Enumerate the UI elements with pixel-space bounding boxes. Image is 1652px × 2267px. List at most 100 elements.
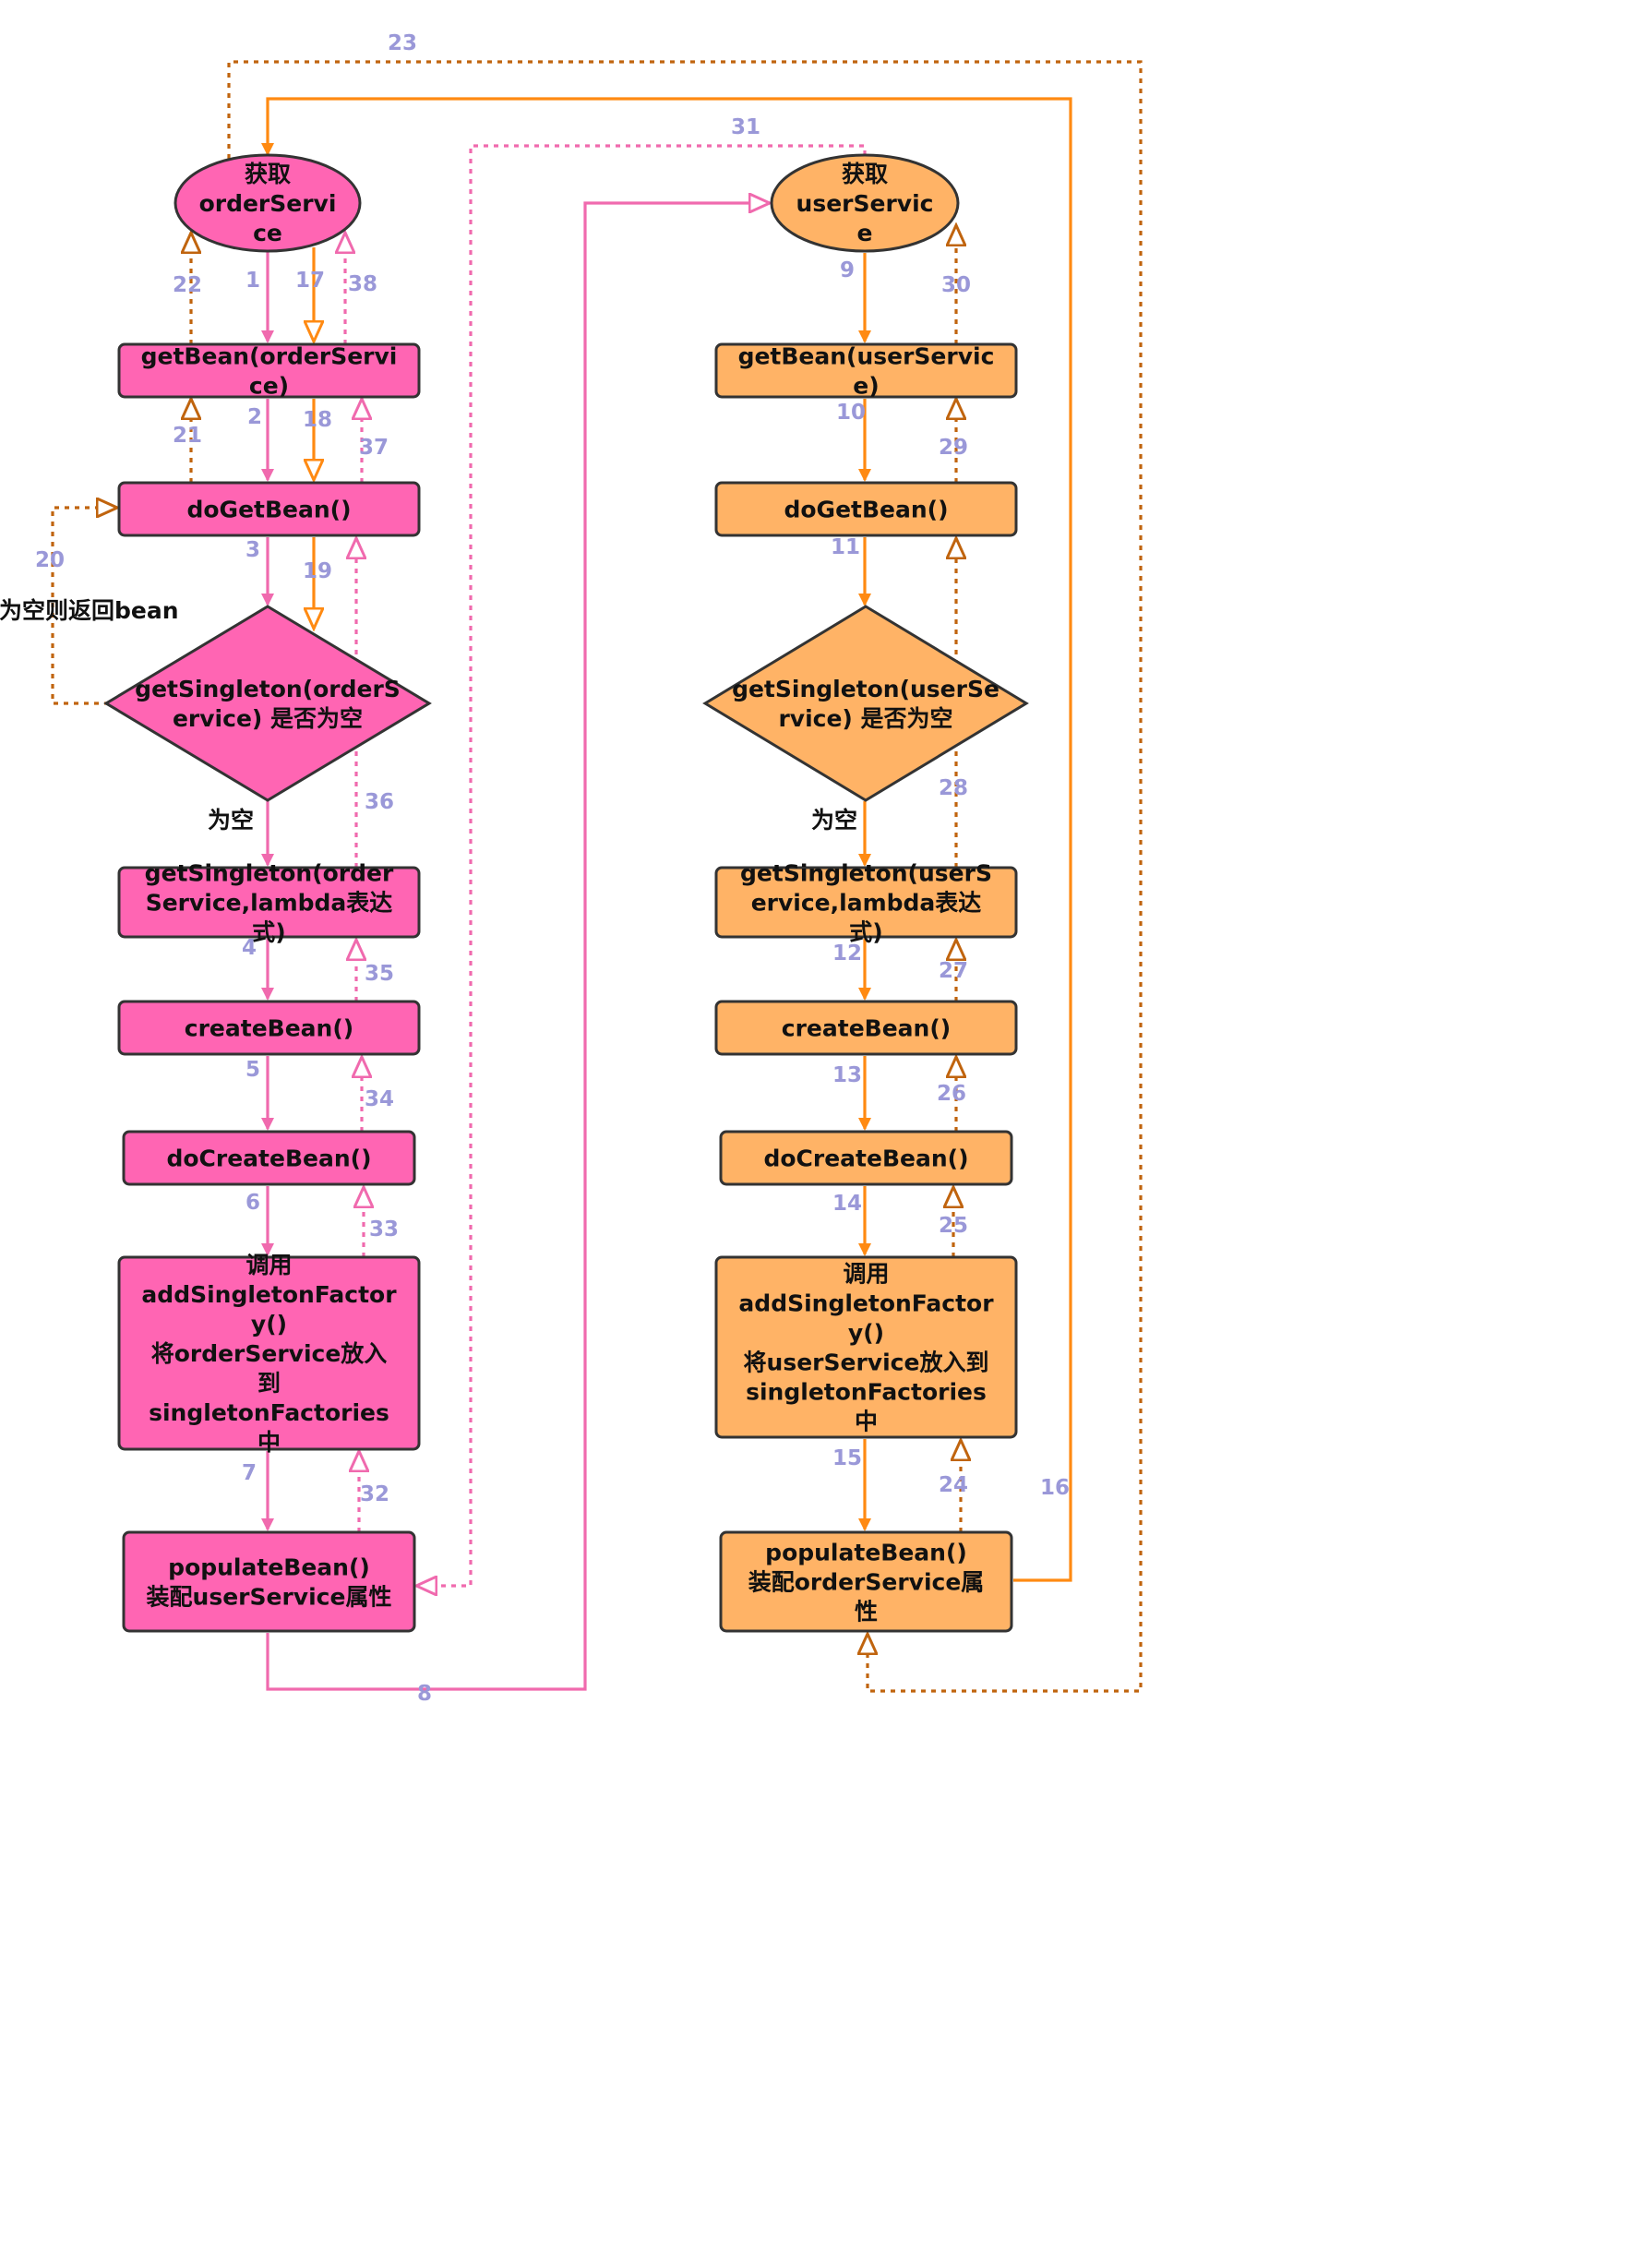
step-number-31: 31 (731, 115, 760, 139)
user-getbean-label-line: e) (853, 373, 879, 400)
order-decision-label-line: getSingleton(orderS (135, 676, 401, 702)
order-addfactory-label-line: 到 (257, 1370, 281, 1397)
edge-label-user-is-empty: 为空 (811, 807, 857, 834)
order-docreatebean-node: doCreateBean() (122, 1130, 416, 1186)
user-start-node: 获取 userServic e (770, 153, 960, 253)
user-createbean-label-line: createBean() (782, 1015, 951, 1042)
user-getbean-label-line: getBean(userServic (738, 343, 995, 370)
user-dogetbean-node: doGetBean() (714, 481, 1018, 537)
user-addfactory-label-line: 将userService放入到 (744, 1349, 989, 1376)
order-getbean-node: getBean(orderServi ce) (117, 342, 421, 400)
user-createbean-node: createBean() (714, 1000, 1018, 1056)
step-number-8: 8 (417, 1682, 432, 1706)
order-start-label-line: orderServi (199, 190, 337, 217)
user-getsingleton-lambda-label-line: 式) (849, 919, 882, 946)
order-start-label-line: ce (253, 220, 282, 246)
step-number-2: 2 (247, 405, 262, 429)
step-number-32: 32 (360, 1482, 389, 1506)
edge-label-order-not-empty: 不为空则返回bean (0, 597, 179, 624)
step-number-28: 28 (939, 776, 968, 800)
order-populate-label-line: populateBean() (168, 1554, 370, 1581)
step-number-1: 1 (245, 269, 260, 293)
user-addfactory-label-line: singletonFactories (746, 1379, 987, 1406)
user-dogetbean-label-line: doGetBean() (784, 497, 948, 523)
user-docreatebean-node: doCreateBean() (719, 1130, 1013, 1186)
step-number-20: 20 (35, 548, 65, 572)
user-decision-label-line: rvice) 是否为空 (778, 705, 952, 732)
order-getsingleton-lambda-label-line: getSingleton(order (145, 860, 394, 887)
step-number-9: 9 (840, 258, 855, 282)
step-number-29: 29 (939, 436, 968, 460)
user-populate-label-line: populateBean() (765, 1540, 967, 1566)
order-dogetbean-label-line: doGetBean() (186, 497, 351, 523)
step-number-38: 38 (348, 272, 377, 296)
order-addfactory-label-line: addSingletonFactor (141, 1281, 397, 1308)
order-getbean-label-line: ce) (249, 373, 289, 400)
step-number-15: 15 (832, 1446, 862, 1470)
order-addfactory-label-line: singletonFactories (149, 1399, 389, 1426)
order-getbean-label-line: getBean(orderServi (141, 343, 398, 370)
step-number-21: 21 (173, 424, 202, 448)
step-number-16: 16 (1040, 1476, 1070, 1500)
order-decision-node: getSingleton(orderS ervice) 是否为空 (103, 605, 432, 802)
step-number-7: 7 (242, 1461, 257, 1485)
order-dogetbean-node: doGetBean() (117, 481, 421, 537)
order-createbean-label-line: createBean() (185, 1015, 353, 1042)
order-addfactory-label-line: 调用 (245, 1252, 292, 1278)
step-number-27: 27 (939, 959, 968, 983)
step-number-19: 19 (303, 559, 332, 583)
step-number-30: 30 (941, 273, 971, 297)
user-getsingleton-lambda-label-line: ervice,lambda表达 (751, 890, 982, 917)
step-number-13: 13 (832, 1063, 862, 1087)
step-number-36: 36 (365, 790, 394, 814)
step-number-18: 18 (303, 408, 332, 432)
user-addfactory-label-line: 调用 (843, 1261, 889, 1288)
step-number-22: 22 (173, 273, 202, 297)
step-number-33: 33 (369, 1217, 399, 1241)
order-decision-label-line: ervice) 是否为空 (173, 705, 363, 732)
user-docreatebean-label-line: doCreateBean() (763, 1145, 968, 1172)
user-addfactory-label-line: addSingletonFactor (738, 1290, 994, 1317)
user-getbean-node: getBean(userServic e) (714, 342, 1018, 400)
step-16-arrow (261, 97, 1072, 1582)
order-populate-node: populateBean() 装配userService属性 (122, 1530, 416, 1633)
user-getsingleton-lambda-label-line: getSingleton(userS (740, 860, 992, 887)
step-number-10: 10 (836, 401, 866, 425)
step-number-12: 12 (832, 942, 862, 966)
step-number-3: 3 (245, 538, 260, 562)
step-number-17: 17 (295, 269, 325, 293)
step-8-arrow (266, 203, 770, 1691)
step-number-25: 25 (939, 1214, 968, 1238)
step-number-6: 6 (245, 1191, 260, 1215)
step-number-5: 5 (245, 1058, 260, 1082)
user-start-label-line: e (857, 220, 873, 246)
order-docreatebean-label-line: doCreateBean() (166, 1145, 371, 1172)
step-number-37: 37 (359, 436, 389, 460)
user-start-label-line: 获取 (842, 161, 888, 187)
user-addfactory-label-line: y() (848, 1320, 884, 1347)
step-number-24: 24 (939, 1473, 968, 1497)
user-populate-label-line: 装配orderService属 (748, 1569, 985, 1596)
order-addfactory-node: 调用 addSingletonFactor y() 将orderService放入到s… (117, 1252, 421, 1456)
step-number-14: 14 (832, 1192, 862, 1216)
order-getsingleton-lambda-label-line: Service,lambda表达 (146, 890, 393, 917)
step-number-34: 34 (365, 1087, 394, 1111)
order-addfactory-label-line: y() (251, 1311, 287, 1337)
order-populate-label-line: 装配userService属性 (147, 1584, 392, 1611)
edge-label-order-is-empty: 为空 (208, 807, 254, 834)
user-start-label-line: userServic (796, 190, 934, 217)
order-createbean-node: createBean() (117, 1000, 421, 1056)
order-getsingleton-lambda-label-line: 式) (252, 919, 285, 946)
step-number-4: 4 (242, 936, 257, 960)
order-addfactory-label-line: 中 (257, 1429, 281, 1456)
step-31-arrow (416, 144, 867, 1586)
step-number-11: 11 (831, 535, 860, 559)
step-20-arrow (51, 508, 117, 705)
user-populate-label-line: 性 (855, 1599, 878, 1625)
order-addfactory-label-line: 将orderService放入 (151, 1340, 388, 1367)
